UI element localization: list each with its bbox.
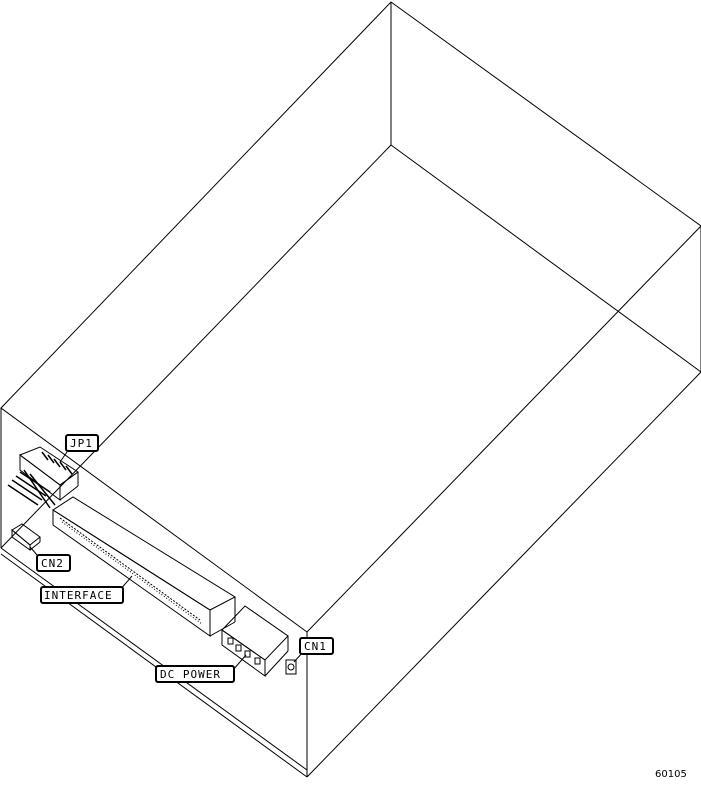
label-dc-power-text: DC POWER: [160, 668, 221, 681]
label-interface-text: INTERFACE: [44, 589, 113, 602]
dc-power-connector: [221, 605, 289, 677]
cn2-connector: [11, 523, 41, 551]
cn1-connector: [285, 659, 297, 675]
jp1-jumper-block: [7, 446, 79, 509]
label-dc-power: DC POWER: [155, 665, 235, 683]
label-cn1-text: CN1: [304, 640, 327, 653]
label-cn2-text: CN2: [41, 557, 64, 570]
figure-number: 60105: [655, 769, 687, 780]
label-interface: INTERFACE: [40, 586, 124, 604]
label-cn1: CN1: [299, 637, 334, 655]
interface-connector: [52, 496, 237, 637]
label-jp1-text: JP1: [70, 437, 93, 450]
label-cn2: CN2: [36, 554, 71, 572]
label-jp1: JP1: [65, 434, 99, 452]
